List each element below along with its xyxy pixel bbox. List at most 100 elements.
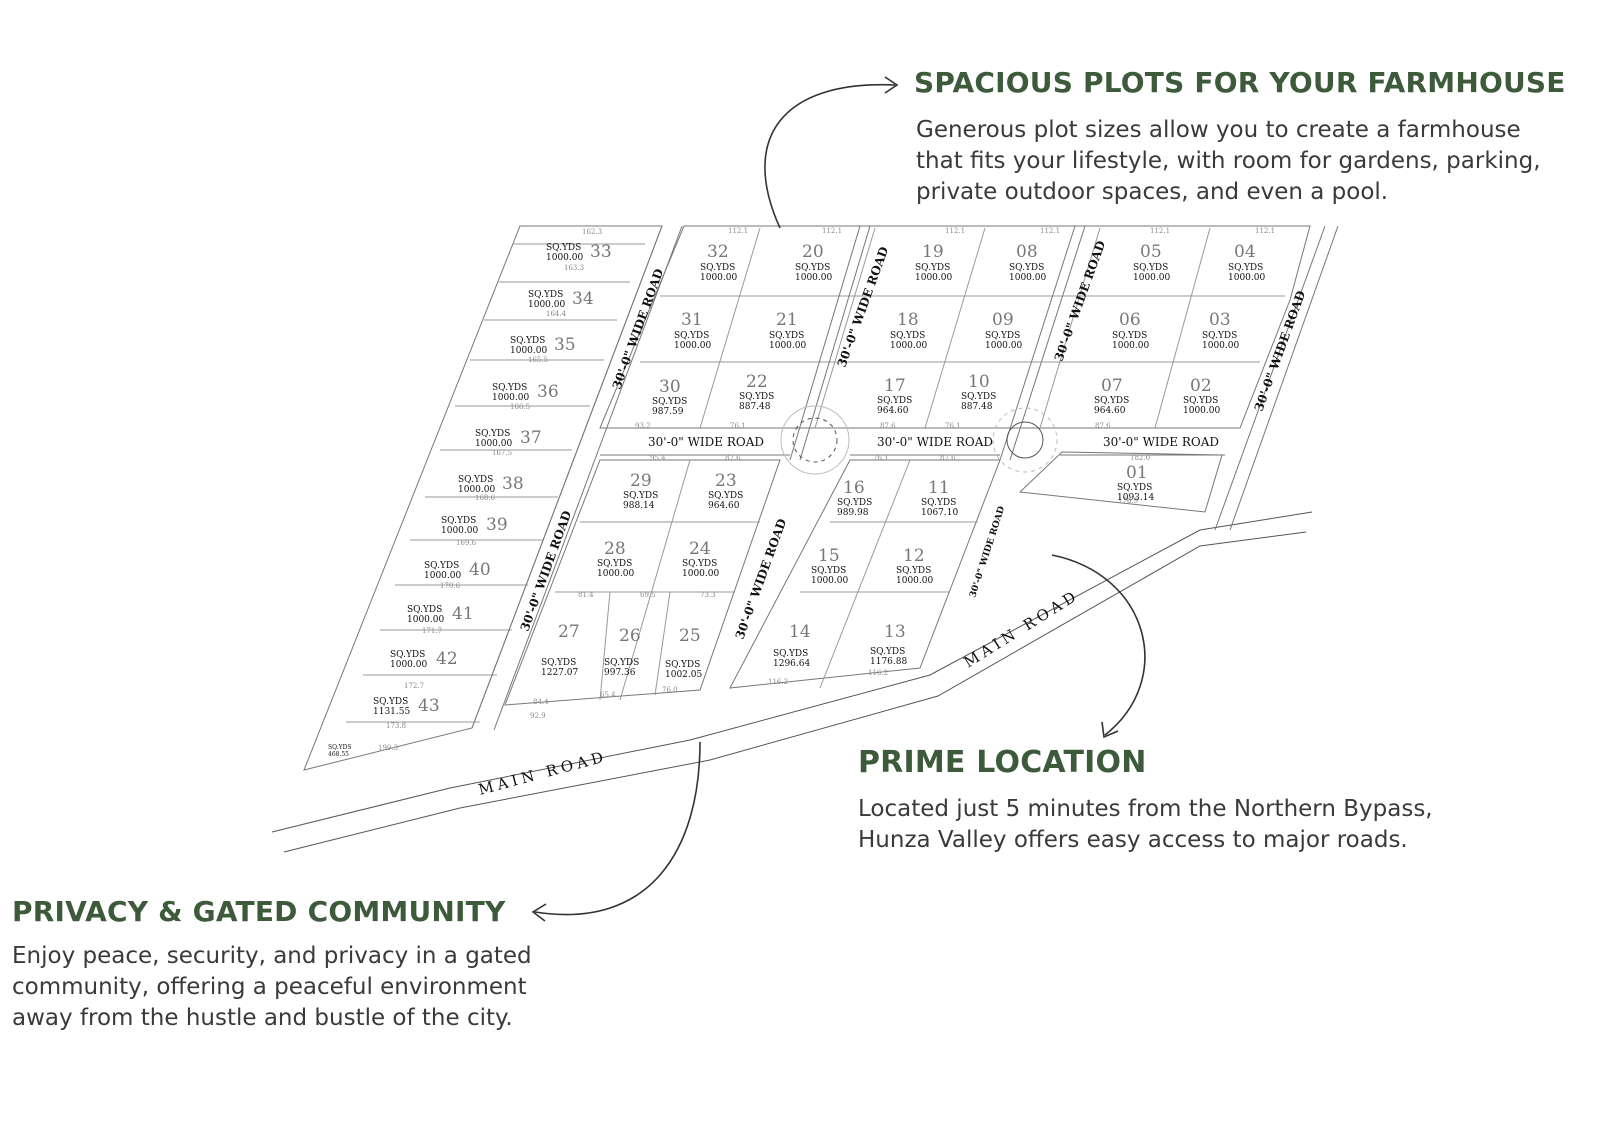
dimension-labels: 162.3 163.3 164.4 165.5 166.5 167.5 168.… <box>378 227 1275 752</box>
dimension-label: 92.9 <box>530 712 546 720</box>
plot-area: 1000.00 <box>597 569 634 579</box>
dimension-label: 168.6 <box>475 494 496 502</box>
plot-area: 1000.00 <box>475 439 512 449</box>
plot-area: 887.48 <box>739 402 771 412</box>
plot-number: 43 <box>418 696 440 716</box>
plot-number: 24 <box>689 539 711 559</box>
plot-number: 29 <box>630 471 652 491</box>
plot-number: 20 <box>802 242 824 262</box>
dimension-label: 112.1 <box>822 227 842 235</box>
plot-unit: SQ.YDS <box>674 331 709 341</box>
plot-number: 13 <box>884 622 906 642</box>
plot-area: 1000.00 <box>458 485 495 495</box>
road-label: 30'-0" WIDE ROAD <box>648 435 764 449</box>
dimension-label: 163.3 <box>564 264 584 272</box>
plot-unit: SQ.YDS <box>1117 483 1152 493</box>
plot-area: 1131.55 <box>373 707 410 717</box>
plot-unit: SQ.YDS <box>915 263 950 273</box>
dimension-label: 73.3 <box>700 591 716 599</box>
plot-area: 1000.00 <box>492 393 529 403</box>
spacious-plots-heading: SPACIOUS PLOTS FOR YOUR FARMHOUSE <box>914 66 1566 99</box>
plot-area: 1000.00 <box>769 341 806 351</box>
plot-area: 1000.00 <box>407 615 444 625</box>
dimension-label: 112.1 <box>1255 227 1275 235</box>
plot-unit: SQ.YDS <box>1133 263 1168 273</box>
plot-area: 987.59 <box>652 407 684 417</box>
plot-number: 23 <box>715 471 737 491</box>
dimension-label: 87.6 <box>1095 422 1111 430</box>
prime-location-heading: PRIME LOCATION <box>858 745 1147 780</box>
spacious-plots-description: Generous plot sizes allow you to create … <box>916 115 1541 208</box>
plot-number: 27 <box>558 622 580 642</box>
plot-area: 964.60 <box>708 501 740 511</box>
dimension-label: 87.6 <box>880 422 896 430</box>
plot-area: 1000.00 <box>390 660 427 670</box>
plot-area: 1000.00 <box>1133 273 1170 283</box>
plot-unit: SQ.YDS <box>961 392 996 402</box>
main-road-edge <box>283 531 1307 853</box>
dimension-label: 170.6 <box>440 582 461 590</box>
plot-unit: SQ.YDS <box>604 658 639 668</box>
plot-unit: SQ.YDS <box>1009 263 1044 273</box>
dimension-label: 169.6 <box>456 539 477 547</box>
description-line: Hunza Valley offers easy access to major… <box>858 827 1408 853</box>
plot-number: 33 <box>590 242 612 262</box>
plot-area: 1000.00 <box>896 576 933 586</box>
dimension-label: 112.1 <box>945 227 965 235</box>
dimension-label: 171.7 <box>422 627 442 635</box>
plot-area: 1000.00 <box>1183 406 1220 416</box>
plot-unit: SQ.YDS <box>700 263 735 273</box>
plot-number: 02 <box>1190 376 1212 396</box>
callout-arrow-privacy <box>534 741 701 916</box>
plot-number: 26 <box>619 626 641 646</box>
plot-area: 1000.00 <box>546 253 583 263</box>
plot-unit: SQ.YDS <box>546 243 581 253</box>
plot-number: 41 <box>452 604 474 624</box>
dimension-label: 173.8 <box>386 722 406 730</box>
